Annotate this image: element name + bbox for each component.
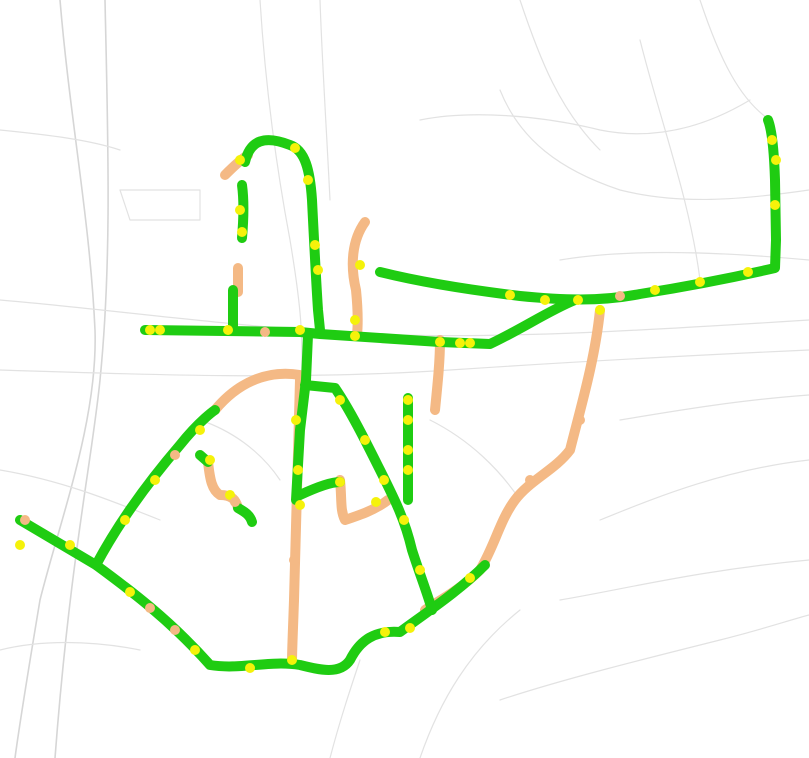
route-marker: [237, 227, 247, 237]
route-marker: [767, 135, 777, 145]
route-marker: [310, 240, 320, 250]
route-marker: [150, 475, 160, 485]
route-segment: [210, 368, 305, 415]
route-marker: [455, 338, 465, 348]
route-segment: [233, 503, 257, 527]
route-segment: [15, 515, 490, 675]
route-segment: [295, 477, 345, 500]
route-marker: [260, 327, 270, 337]
route-marker: [125, 587, 135, 597]
route-marker: [289, 555, 299, 565]
route-marker: [223, 325, 233, 335]
route-marker: [403, 395, 413, 405]
route-segment: [430, 335, 445, 415]
route-marker: [371, 497, 381, 507]
route-segment: [240, 135, 325, 335]
route-segment: [300, 380, 437, 615]
route-marker: [350, 315, 360, 325]
route-segment: [335, 475, 393, 525]
route-marker: [145, 603, 155, 613]
route-marker: [770, 200, 780, 210]
route-marker: [399, 515, 409, 525]
route-marker: [575, 415, 585, 425]
route-marker: [313, 265, 323, 275]
route-marker: [205, 455, 215, 465]
route-marker: [233, 270, 243, 280]
route-marker: [170, 625, 180, 635]
route-marker: [195, 425, 205, 435]
route-marker: [20, 515, 30, 525]
route-marker: [403, 415, 413, 425]
route-marker: [293, 465, 303, 475]
route-marker: [405, 623, 415, 633]
route-marker: [435, 337, 445, 347]
route-marker: [295, 500, 305, 510]
route-marker: [291, 415, 301, 425]
route-marker: [230, 497, 240, 507]
route-marker: [155, 325, 165, 335]
route-segment: [420, 305, 605, 615]
route-marker: [403, 445, 413, 455]
route-marker: [650, 285, 660, 295]
route-marker: [360, 435, 370, 445]
route-marker: [170, 450, 180, 460]
route-value-markers: [15, 135, 781, 673]
route-marker: [743, 267, 753, 277]
route-marker: [615, 291, 625, 301]
route-marker: [335, 395, 345, 405]
route-marker: [303, 175, 313, 185]
route-marker: [295, 325, 305, 335]
route-marker: [287, 655, 297, 665]
route-marker: [290, 143, 300, 153]
route-marker: [190, 645, 200, 655]
route-marker: [355, 260, 365, 270]
route-marker: [595, 305, 605, 315]
route-marker: [380, 627, 390, 637]
route-marker: [573, 295, 583, 305]
route-marker: [145, 325, 155, 335]
route-marker: [403, 465, 413, 475]
route-marker: [335, 477, 345, 487]
route-marker: [465, 338, 475, 348]
route-marker: [465, 573, 475, 583]
route-network: [15, 115, 781, 675]
route-marker: [525, 475, 535, 485]
route-segment: [375, 115, 781, 305]
route-marker: [505, 290, 515, 300]
route-marker: [235, 155, 245, 165]
route-marker: [379, 475, 389, 485]
route-marker: [771, 155, 781, 165]
route-marker: [225, 490, 235, 500]
route-marker: [289, 595, 299, 605]
route-marker: [540, 295, 550, 305]
route-marker: [65, 540, 75, 550]
route-marker: [120, 515, 130, 525]
route-segment: [140, 295, 580, 349]
route-marker: [15, 540, 25, 550]
route-marker: [695, 277, 705, 287]
route-marker: [350, 331, 360, 341]
route-marker: [245, 663, 255, 673]
route-marker: [415, 565, 425, 575]
route-marker: [235, 205, 245, 215]
route-segment: [91, 405, 220, 570]
